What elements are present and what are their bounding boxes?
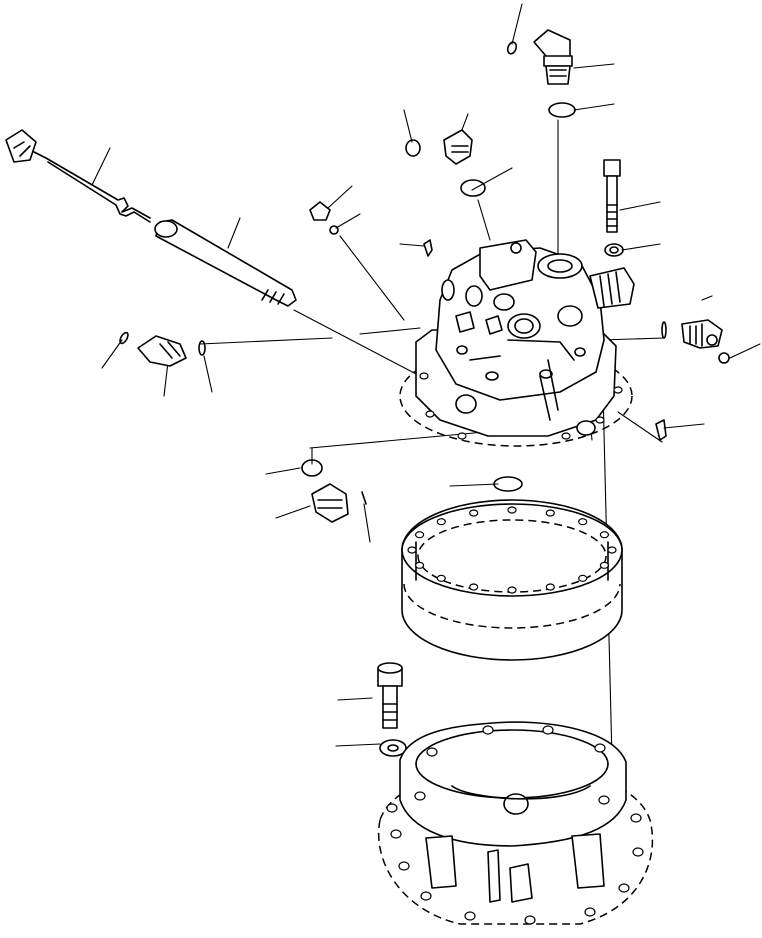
o-ring-right	[718, 352, 730, 364]
ring-gear-holes	[407, 506, 617, 594]
valve-block	[435, 239, 635, 421]
straight-connector	[443, 129, 473, 165]
elbow-fitting-left	[137, 335, 187, 367]
bolt-short	[377, 662, 403, 729]
ring-gear	[401, 499, 623, 661]
pin-small	[423, 239, 433, 257]
ring-gear-bolt-hole	[507, 506, 517, 514]
o-ring-large-left	[301, 459, 323, 477]
ring-gear-bolt-hole	[436, 518, 446, 526]
clip-right	[661, 321, 667, 339]
o-ring-top	[506, 41, 518, 55]
o-ring-left-2	[198, 340, 206, 356]
ring-gear-bolt-hole	[599, 531, 610, 539]
connector-right	[681, 319, 723, 349]
ring-gear-bolt-hole	[578, 574, 588, 582]
dipstick-cap	[5, 129, 47, 163]
plug-small	[405, 139, 421, 157]
ring-gear-bolt-hole	[578, 518, 588, 526]
washer-long-bolt	[604, 243, 624, 257]
ring-gear-bolt-hole	[436, 574, 446, 582]
washer-short	[379, 739, 407, 757]
lower-housing	[378, 721, 654, 925]
ring-gear-bolt-hole	[607, 546, 617, 554]
elbow-fitting-top	[533, 29, 573, 85]
bolt-long	[603, 159, 621, 233]
ring-gear-bolt-hole	[415, 561, 425, 569]
ring-gear-bolt-hole	[507, 586, 517, 594]
leader-lines	[91, 3, 761, 761]
ring-gear-bolt-hole	[469, 509, 479, 517]
fitting-lower-left	[311, 483, 367, 523]
ring-gear-bolt-hole	[469, 583, 479, 591]
ring-gear-bolt-hole	[415, 531, 425, 539]
clip-right-2	[655, 419, 667, 441]
dipstick-guide-tube	[154, 219, 297, 307]
o-ring-elbow	[548, 102, 576, 118]
ring-gear-bolt-hole	[545, 509, 555, 517]
ring-gear-bolt-hole	[545, 583, 555, 591]
ring-gear-bolt-hole	[599, 561, 610, 569]
o-ring-middle	[460, 179, 486, 197]
small-plug-left	[309, 201, 339, 235]
dipstick-rod	[45, 157, 151, 223]
o-ring-left	[119, 331, 129, 345]
ring-gear-bolt-hole	[407, 546, 417, 554]
o-ring-gasket	[493, 476, 523, 492]
